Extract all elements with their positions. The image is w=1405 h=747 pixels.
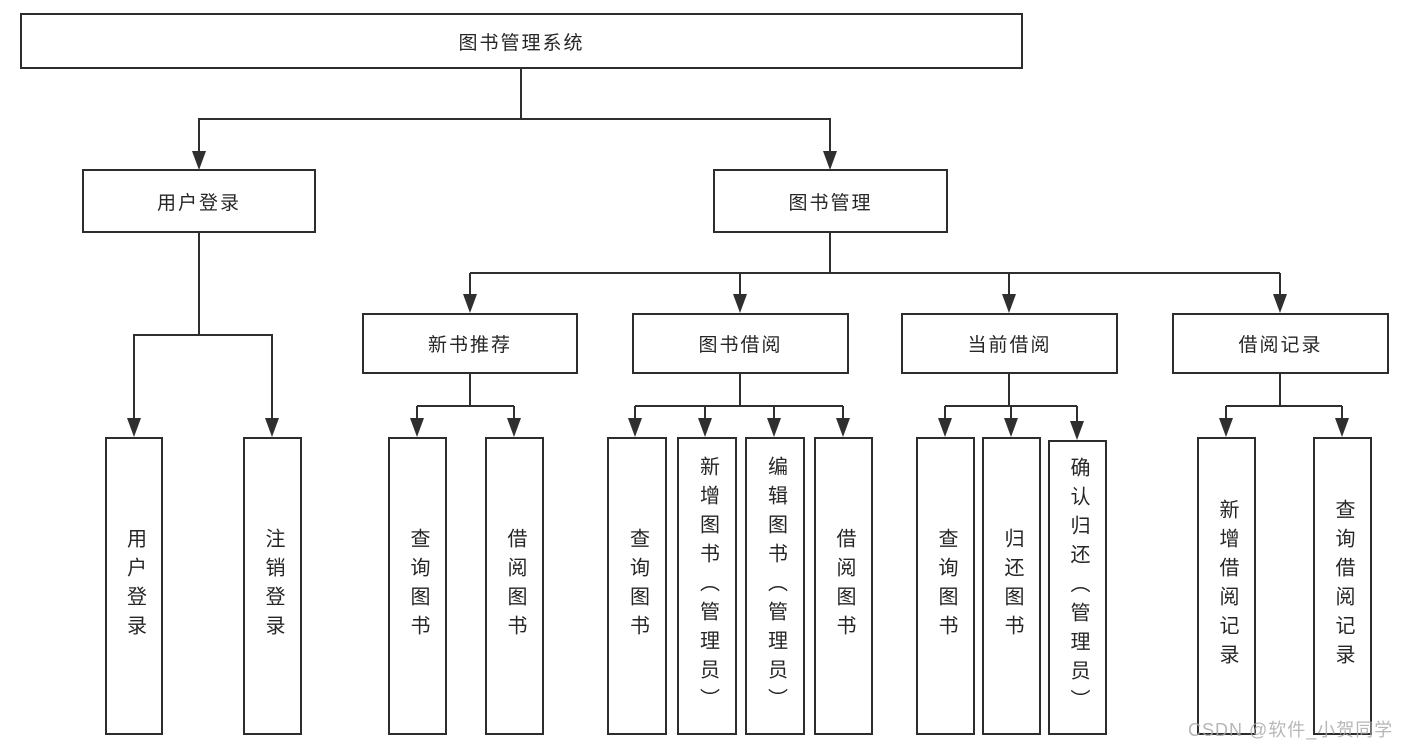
arrowhead: [1002, 294, 1016, 313]
node-label: 用户登录: [156, 192, 241, 214]
leaf-add-books-admin: 新增图书（管理员）: [677, 437, 737, 735]
arrowhead: [265, 418, 279, 437]
node-label: 新书推荐: [427, 335, 512, 356]
leaf-edit-books-admin: 编辑图书（管理员）: [745, 437, 805, 735]
csdn-watermark: CSDN @软件_小贺同学: [1188, 720, 1394, 740]
node-borrow-records: 借阅记录: [1172, 313, 1389, 374]
arrowhead: [410, 418, 424, 437]
node-label: 查询图书: [935, 528, 957, 644]
node-new-book-recommend: 新书推荐: [362, 313, 578, 374]
arrowhead: [733, 294, 747, 313]
node-label: 当前借阅: [967, 335, 1052, 356]
connector-book-borrow-to-leaves: [628, 374, 850, 437]
arrowhead: [698, 418, 712, 437]
connector-user-login-to-leaves: [127, 233, 279, 437]
leaf-confirm-return-admin: 确认归还（管理员）: [1048, 440, 1107, 735]
connector-current-borrow-to-leaves: [938, 374, 1084, 440]
leaf-return-books: 归还图书: [982, 437, 1041, 735]
arrowhead: [1335, 418, 1349, 437]
node-label: 确认归还（管理员）: [1067, 457, 1089, 718]
node-label: 归还图书: [1001, 528, 1023, 644]
node-label: 新增借阅记录: [1216, 499, 1238, 673]
node-root-system: 图书管理系统: [20, 13, 1023, 69]
connector-root-to-level2: [192, 69, 837, 170]
node-label: 借阅图书: [833, 528, 855, 644]
arrowhead: [127, 418, 141, 437]
arrowhead: [823, 151, 837, 170]
node-label: 图书管理系统: [458, 32, 585, 54]
node-book-management: 图书管理: [713, 169, 948, 233]
leaf-add-borrow-record: 新增借阅记录: [1197, 437, 1256, 735]
arrowhead: [767, 418, 781, 437]
connector-new-book-rec-to-leaves: [410, 374, 521, 437]
arrowhead: [1273, 294, 1287, 313]
leaf-query-borrow-record: 查询借阅记录: [1313, 437, 1372, 735]
node-user-login: 用户登录: [82, 169, 316, 233]
leaf-query-books-borrow: 查询图书: [607, 437, 667, 735]
arrowhead: [938, 418, 952, 437]
leaf-logout: 注销登录: [243, 437, 302, 735]
node-label: 图书借阅: [698, 335, 783, 356]
node-label: 借阅记录: [1238, 335, 1323, 356]
connector-book-mgmt-to-level3: [463, 233, 1287, 313]
leaf-query-books-recommend: 查询图书: [388, 437, 447, 735]
node-label: 查询图书: [407, 528, 429, 644]
arrowhead: [192, 151, 206, 170]
leaf-user-login: 用户登录: [105, 437, 163, 735]
arrowhead: [1004, 418, 1018, 437]
node-label: 图书管理: [788, 192, 873, 214]
arrowhead: [1070, 421, 1084, 440]
arrowhead: [628, 418, 642, 437]
arrowhead: [1219, 418, 1233, 437]
node-label: 查询图书: [626, 528, 649, 644]
leaf-query-books-current: 查询图书: [916, 437, 975, 735]
arrowhead: [836, 418, 850, 437]
node-label: 编辑图书（管理员）: [764, 455, 787, 717]
node-label: 查询借阅记录: [1332, 499, 1354, 673]
node-current-borrow: 当前借阅: [901, 313, 1118, 374]
node-label: 用户登录: [123, 528, 146, 644]
leaf-borrow-books-recommend: 借阅图书: [485, 437, 544, 735]
node-label: 注销登录: [262, 528, 284, 644]
node-label: 借阅图书: [504, 528, 526, 644]
arrowhead: [463, 294, 477, 313]
arrowhead: [507, 418, 521, 437]
node-book-borrow: 图书借阅: [632, 313, 849, 374]
connector-borrow-records-to-leaves: [1219, 374, 1349, 437]
node-label: 新增图书（管理员）: [696, 455, 719, 717]
leaf-borrow-books: 借阅图书: [814, 437, 873, 735]
